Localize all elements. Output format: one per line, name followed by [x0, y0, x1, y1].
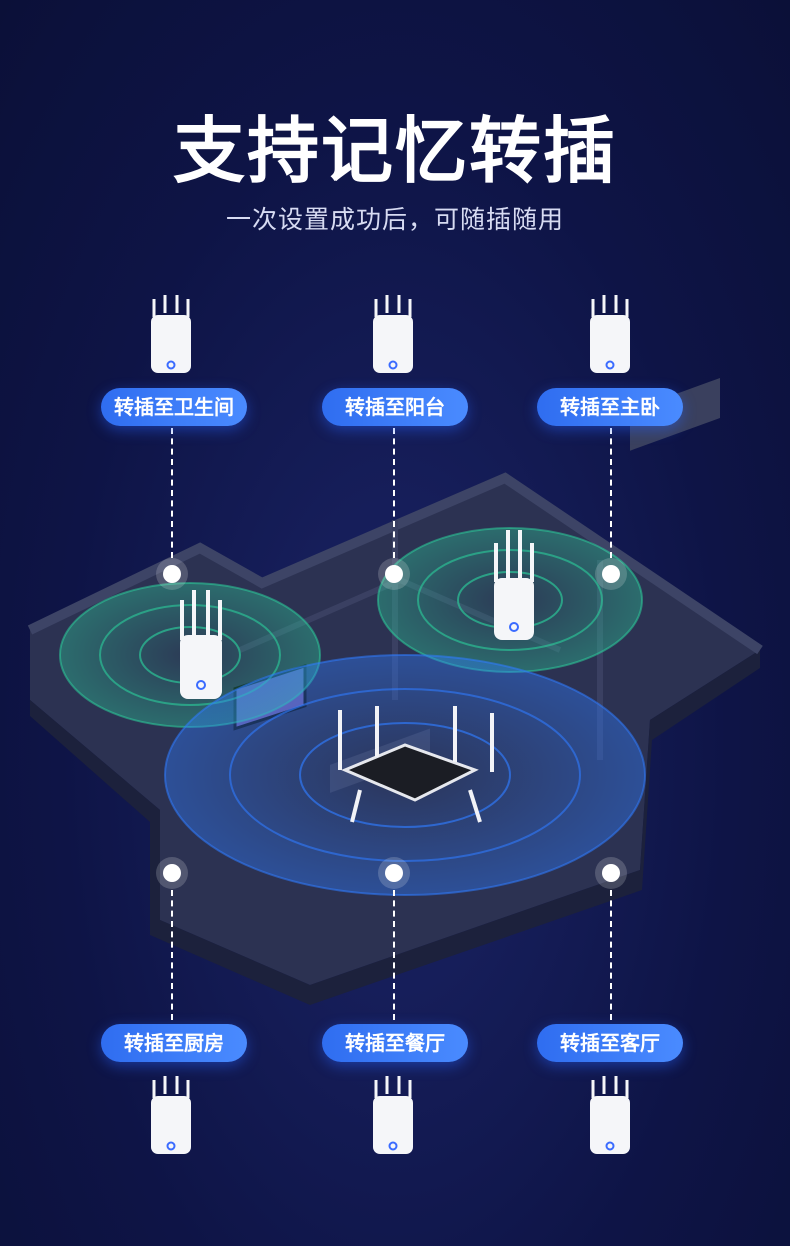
extender-device-icon [590, 295, 630, 373]
extender-device-icon [373, 1076, 413, 1154]
connector-line-bathroom [171, 428, 173, 558]
room-button-bedroom[interactable]: 转插至主卧 [537, 388, 683, 426]
extender-bathroom-icon [180, 590, 222, 699]
location-dot-living [595, 857, 627, 889]
connector-line-dining [393, 890, 395, 1020]
connector-line-balcony [393, 428, 395, 558]
connector-line-living [610, 890, 612, 1020]
location-dot-bedroom [595, 558, 627, 590]
extender-device-icon [151, 1076, 191, 1154]
location-dot-bathroom [156, 558, 188, 590]
signal-ring-green-2 [99, 604, 281, 706]
location-dot-balcony [378, 558, 410, 590]
page-subtitle: 一次设置成功后，可随插随用 [225, 205, 564, 234]
room-button-balcony[interactable]: 转插至阳台 [322, 388, 468, 426]
location-dot-kitchen [156, 857, 188, 889]
extender-bedroom-icon [494, 530, 534, 640]
room-button-bathroom[interactable]: 转插至卫生间 [101, 388, 247, 426]
room-button-kitchen[interactable]: 转插至厨房 [101, 1024, 247, 1062]
outer-wall [27, 472, 763, 655]
extender-device-icon [151, 295, 191, 373]
location-dot-dining [378, 857, 410, 889]
extender-device-icon [590, 1076, 630, 1154]
signal-ring-blue-2 [229, 688, 581, 862]
connector-line-kitchen [171, 890, 173, 1020]
room-button-dining[interactable]: 转插至餐厅 [322, 1024, 468, 1062]
connector-line-bedroom [610, 428, 612, 558]
signal-ring-blue-3 [299, 722, 511, 828]
page-title: 支持记忆转插 [172, 109, 617, 193]
extender-device-icon [373, 295, 413, 373]
room-button-living[interactable]: 转插至客厅 [537, 1024, 683, 1062]
router-icon [338, 706, 494, 823]
